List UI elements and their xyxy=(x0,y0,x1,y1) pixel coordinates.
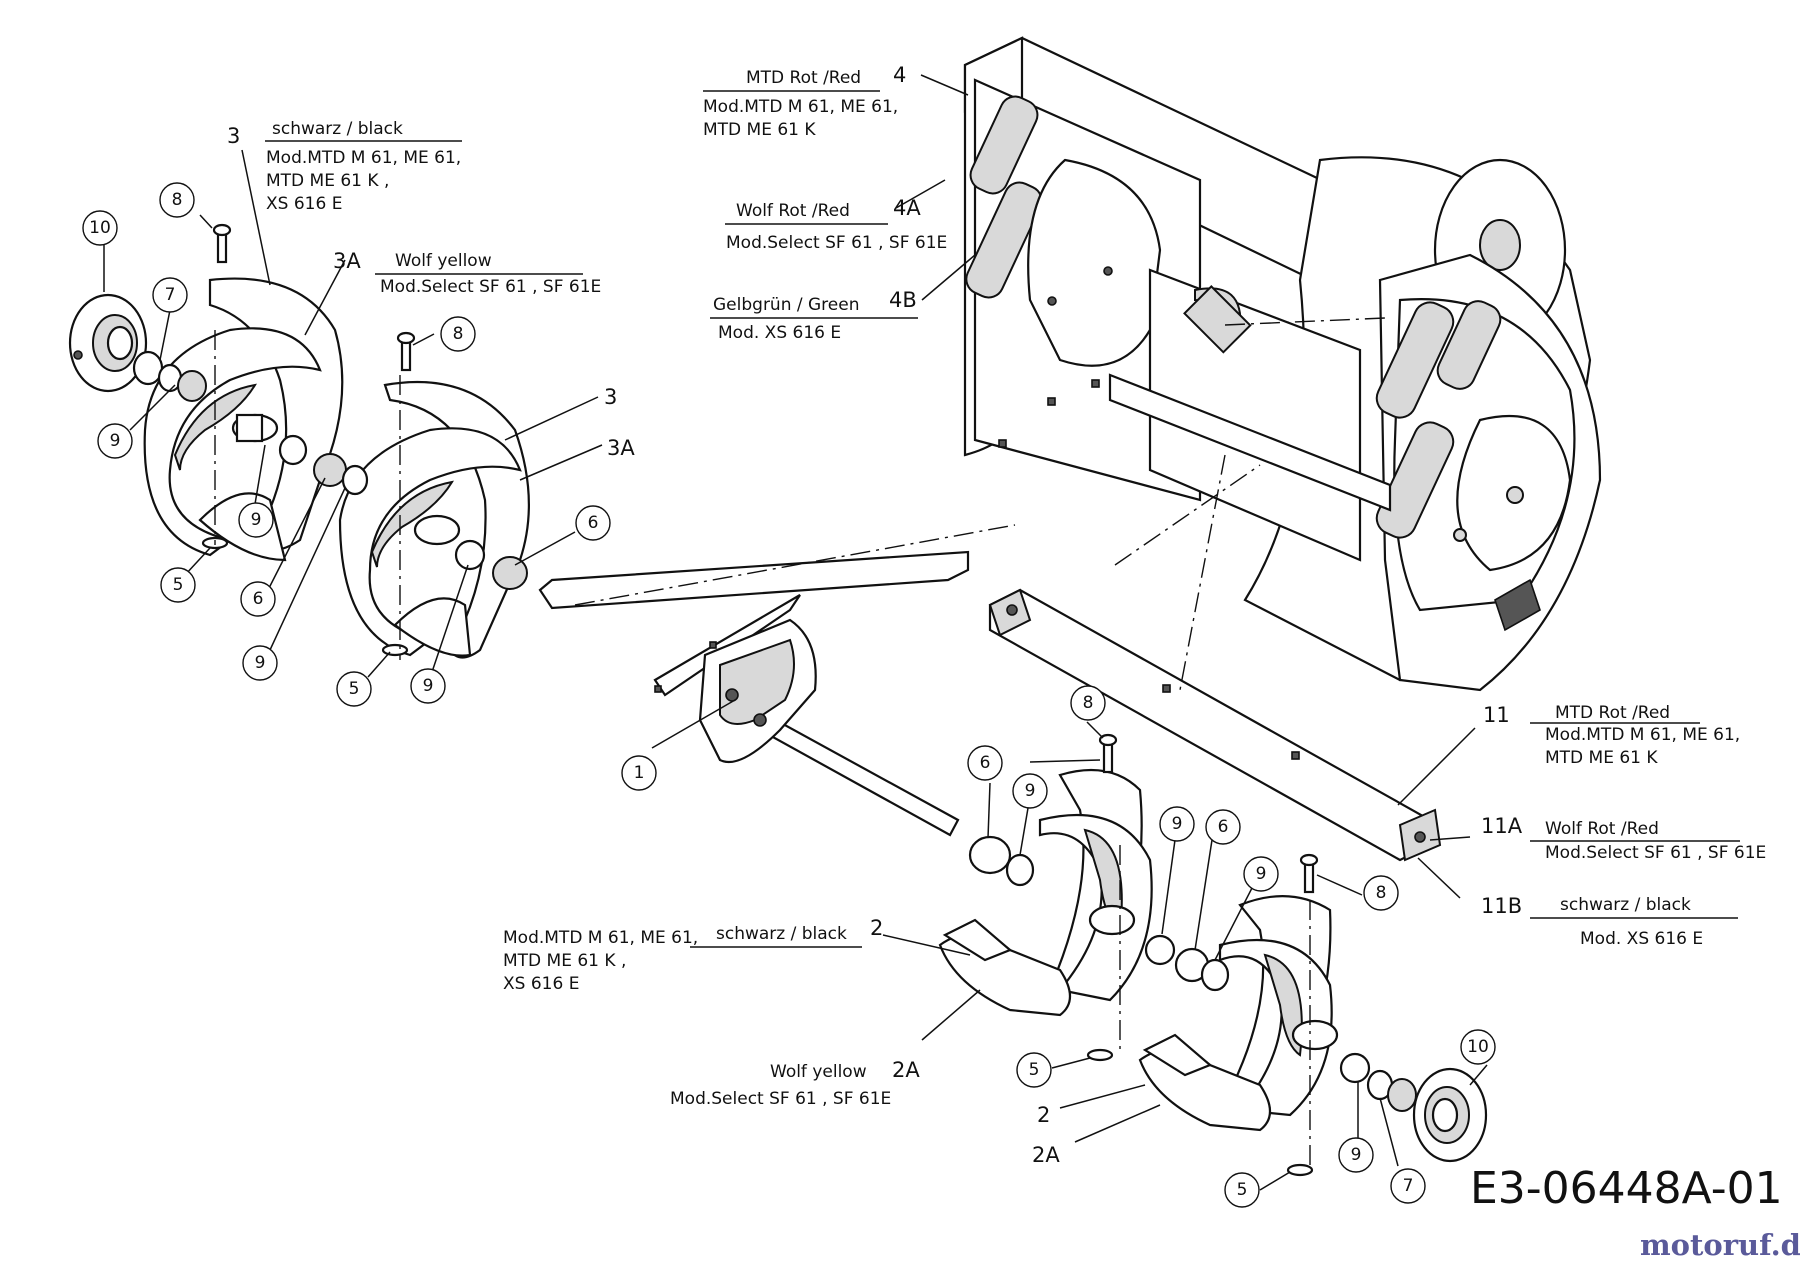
note-4-heading: MTD Rot /Red xyxy=(746,68,861,88)
note-4a-line-1: Mod.Select SF 61 , SF 61E xyxy=(726,233,947,253)
note-3: schwarz / black Mod.MTD M 61, ME 61, MTD… xyxy=(265,119,462,214)
note-4a-heading: Wolf Rot /Red xyxy=(736,201,850,221)
leader-lines xyxy=(103,74,1488,1191)
callout-3-right: 3 xyxy=(604,385,617,409)
watermark-logo: motoruf.de xyxy=(1640,1228,1800,1262)
auger-shaft-gearbox xyxy=(538,550,970,837)
bubble-1-gearbox: 1 xyxy=(634,763,645,783)
bubble-6-right-b: 6 xyxy=(1218,817,1229,837)
callouts: 4 4A 4B 3 3A 3 3A 11 11A 11B 2 2A 2 2A xyxy=(227,63,1523,1167)
callout-11a: 11A xyxy=(1481,814,1523,838)
part-bubbles: 10 8 7 9 9 5 6 9 8 6 5 9 1 8 6 9 9 6 9 8… xyxy=(82,182,1496,1208)
note-4-line-1: Mod.MTD M 61, ME 61, xyxy=(703,97,898,117)
bubble-5-left-a: 5 xyxy=(173,575,184,595)
note-2-heading: schwarz / black xyxy=(716,924,847,944)
callout-3a-right: 3A xyxy=(607,436,635,460)
note-4a: Wolf Rot /Red Mod.Select SF 61 , SF 61E xyxy=(725,201,947,253)
bubble-9-mid: 9 xyxy=(423,676,434,696)
left-end-bearing xyxy=(68,293,207,402)
callout-4b: 4B xyxy=(889,288,917,312)
note-2-line-3: XS 616 E xyxy=(503,974,579,994)
callout-4a: 4A xyxy=(893,196,921,220)
note-11b-line-1: Mod. XS 616 E xyxy=(1580,929,1703,949)
note-11: MTD Rot /Red Mod.MTD M 61, ME 61, MTD ME… xyxy=(1530,703,1740,768)
note-2: schwarz / black Mod.MTD M 61, ME 61, MTD… xyxy=(503,924,862,994)
drawing-code: E3-06448A-01 xyxy=(1470,1163,1783,1214)
right-inner-auger-flight xyxy=(1138,895,1333,1132)
note-11a: Wolf Rot /Red Mod.Select SF 61 , SF 61E xyxy=(1530,819,1766,863)
auger-housing xyxy=(963,36,1602,692)
note-3a: Wolf yellow Mod.Select SF 61 , SF 61E xyxy=(375,251,601,297)
note-11-line-2: MTD ME 61 K xyxy=(1545,748,1658,768)
bubble-10-right: 10 xyxy=(1467,1037,1489,1057)
bubble-9-left-b: 9 xyxy=(251,510,262,530)
bubble-9-right-a: 9 xyxy=(1025,781,1036,801)
bubble-8-right-b: 8 xyxy=(1376,883,1387,903)
assembly-centerlines xyxy=(214,317,1386,1165)
bubble-6-left-a: 6 xyxy=(253,589,264,609)
bubble-9-right-b: 9 xyxy=(1172,814,1183,834)
bubble-5-mid: 5 xyxy=(349,679,360,699)
note-11a-line-1: Mod.Select SF 61 , SF 61E xyxy=(1545,843,1766,863)
note-11b-heading: schwarz / black xyxy=(1560,895,1691,915)
callout-11b: 11B xyxy=(1481,894,1522,918)
note-2-line-1: Mod.MTD M 61, ME 61, xyxy=(503,928,698,948)
note-4b: Gelbgrün / Green Mod. XS 616 E xyxy=(710,295,918,343)
note-4: MTD Rot /Red Mod.MTD M 61, ME 61, MTD ME… xyxy=(703,68,898,140)
note-3-line-2: MTD ME 61 K , xyxy=(266,171,389,191)
bubble-5-right-a: 5 xyxy=(1029,1060,1040,1080)
scraper-bar xyxy=(988,588,1442,862)
callout-2a-top: 2A xyxy=(892,1058,920,1082)
bubble-10-left: 10 xyxy=(89,218,111,238)
note-3-heading: schwarz / black xyxy=(272,119,403,139)
note-3-line-3: XS 616 E xyxy=(266,194,342,214)
bubble-6-mid: 6 xyxy=(588,513,599,533)
bubble-7-right: 7 xyxy=(1403,1176,1414,1196)
bubble-5-right-b: 5 xyxy=(1237,1180,1248,1200)
callout-11: 11 xyxy=(1483,703,1510,727)
note-3a-heading: Wolf yellow xyxy=(395,251,492,271)
left-bushings-fasteners xyxy=(201,223,528,657)
bubble-6-right-a: 6 xyxy=(980,753,991,773)
note-11b: schwarz / black Mod. XS 616 E xyxy=(1530,895,1738,949)
note-2a-line-2: Mod.Select SF 61 , SF 61E xyxy=(670,1089,891,1109)
bubble-8-mid: 8 xyxy=(453,324,464,344)
bubble-8-right-a: 8 xyxy=(1083,693,1094,713)
callout-3-top: 3 xyxy=(227,124,240,148)
note-11a-heading: Wolf Rot /Red xyxy=(1545,819,1659,839)
right-outer-auger-flight xyxy=(938,768,1153,1017)
note-2a: Wolf yellow Mod.Select SF 61 , SF 61E xyxy=(670,1062,891,1109)
callout-2a-bottom: 2A xyxy=(1032,1143,1060,1167)
note-2-line-2: MTD ME 61 K , xyxy=(503,951,626,971)
right-bushings-fasteners xyxy=(968,733,1488,1177)
callout-3a-top: 3A xyxy=(333,249,361,273)
note-11-line-1: Mod.MTD M 61, ME 61, xyxy=(1545,725,1740,745)
note-11-heading: MTD Rot /Red xyxy=(1555,703,1670,723)
note-4-line-2: MTD ME 61 K xyxy=(703,120,816,140)
bubble-9-left-c: 9 xyxy=(255,653,266,673)
note-2a-line-1: Wolf yellow xyxy=(770,1062,867,1082)
bubble-9-right-d: 9 xyxy=(1351,1145,1362,1165)
bubble-9-left-a: 9 xyxy=(110,431,121,451)
bubble-9-right-c: 9 xyxy=(1256,864,1267,884)
callout-2-bottom: 2 xyxy=(1037,1103,1050,1127)
callout-4: 4 xyxy=(893,63,906,87)
note-4b-heading: Gelbgrün / Green xyxy=(713,295,860,315)
callout-2-top: 2 xyxy=(870,916,883,940)
note-3a-line-1: Mod.Select SF 61 , SF 61E xyxy=(380,277,601,297)
note-4b-line-1: Mod. XS 616 E xyxy=(718,323,841,343)
bubble-7-left: 7 xyxy=(165,285,176,305)
note-3-line-1: Mod.MTD M 61, ME 61, xyxy=(266,148,461,168)
bubble-8-left: 8 xyxy=(172,190,183,210)
